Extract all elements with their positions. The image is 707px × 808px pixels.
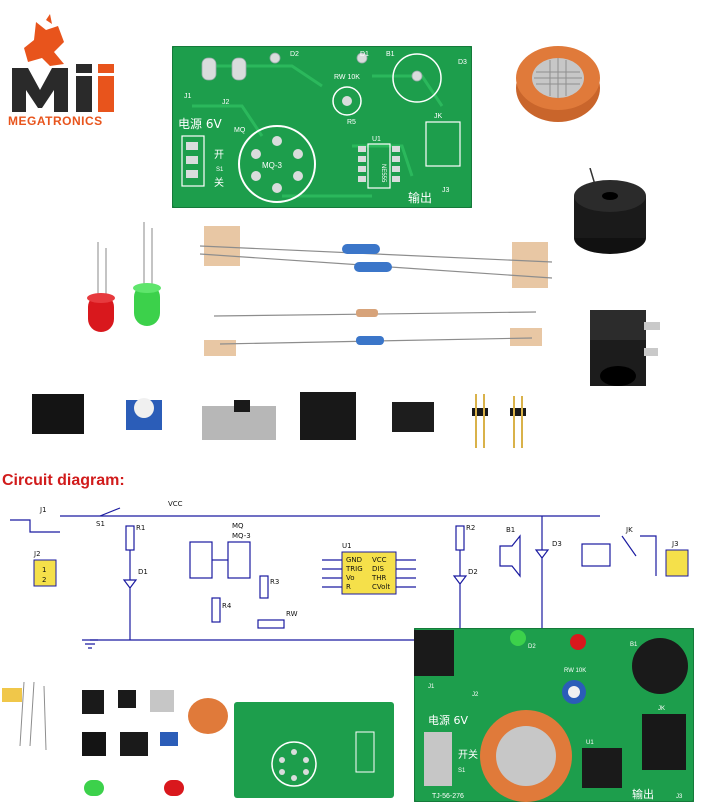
- led-components: [82, 222, 172, 342]
- pcb-power-label: 电源 6V: [178, 117, 222, 131]
- svg-text:R: R: [346, 583, 351, 591]
- pcb-output-label: 输出: [408, 190, 432, 205]
- resistor-strip: [199, 222, 553, 362]
- svg-text:RW 10K: RW 10K: [564, 668, 586, 674]
- svg-text:J2: J2: [222, 99, 230, 106]
- svg-text:开: 开: [214, 150, 224, 161]
- svg-text:R5: R5: [347, 119, 356, 126]
- svg-text:J3: J3: [442, 187, 450, 194]
- svg-text:U1: U1: [342, 542, 352, 550]
- svg-text:J1: J1: [39, 506, 47, 514]
- svg-text:J1: J1: [184, 93, 192, 100]
- svg-text:J3: J3: [676, 794, 683, 800]
- circuit-diagram-title: Circuit diagram:: [2, 472, 125, 489]
- svg-text:NE555: NE555: [380, 164, 386, 183]
- megatronics-logo: [6, 12, 126, 130]
- dc-jack-component: [582, 296, 666, 392]
- svg-text:D1: D1: [360, 51, 369, 58]
- svg-text:J1: J1: [428, 684, 435, 690]
- svg-text:B1: B1: [386, 51, 395, 58]
- pcb-bottom-output-label: 输出: [632, 787, 654, 801]
- circuit-schematic: J1 J2 1 2 S1 VCC R1 D1 MQ MQ-3 R3 R4 RW …: [0, 496, 707, 660]
- svg-text:R3: R3: [270, 578, 279, 586]
- brand-name: MEGATRONICS: [8, 114, 103, 128]
- svg-text:JK: JK: [434, 113, 443, 120]
- svg-text:JK: JK: [625, 526, 633, 534]
- svg-text:R4: R4: [222, 602, 232, 610]
- svg-text:TJ-56-276: TJ-56-276: [432, 793, 464, 800]
- svg-text:U1: U1: [586, 740, 594, 746]
- svg-text:TRIG: TRIG: [345, 565, 363, 573]
- svg-text:B1: B1: [506, 526, 515, 534]
- svg-text:S1: S1: [96, 520, 105, 528]
- svg-text:RW: RW: [286, 610, 298, 618]
- pcb-board-small: [234, 702, 394, 798]
- svg-text:1: 1: [42, 566, 46, 574]
- svg-text:MQ: MQ: [232, 522, 244, 530]
- svg-text:GND: GND: [346, 556, 362, 564]
- svg-text:D2: D2: [468, 568, 478, 576]
- svg-text:D1: D1: [138, 568, 148, 576]
- svg-text:CVolt: CVolt: [372, 583, 390, 591]
- svg-text:D3: D3: [458, 59, 467, 66]
- gas-sensor-mq3: [512, 40, 604, 126]
- pcb-board-top: MQ-3 RW 10K NE555 电源 6V 开 S1 关 输出 J1 J2 …: [171, 45, 473, 209]
- svg-text:MQ-3: MQ-3: [232, 532, 251, 540]
- svg-text:关: 关: [214, 176, 224, 189]
- svg-text:J3: J3: [671, 540, 679, 548]
- svg-text:B1: B1: [630, 642, 638, 648]
- svg-text:RW 10K: RW 10K: [334, 74, 360, 81]
- pcb-board-assembled: 电源 6V 开关 S1 输出 TJ-56-276 J1 J2 J3 D2 B1 …: [413, 627, 695, 803]
- svg-text:U1: U1: [372, 136, 381, 143]
- pcb-sensor-label: MQ-3: [262, 161, 283, 170]
- svg-text:R1: R1: [136, 524, 145, 532]
- svg-text:D2: D2: [290, 51, 299, 58]
- svg-text:JK: JK: [658, 706, 665, 712]
- parts-row: [30, 386, 550, 458]
- svg-text:R2: R2: [466, 524, 475, 532]
- svg-text:2: 2: [42, 576, 46, 584]
- svg-text:Vo: Vo: [346, 574, 355, 582]
- svg-text:S1: S1: [216, 167, 224, 173]
- buzzer-component: [570, 167, 650, 258]
- svg-text:S1: S1: [458, 768, 466, 774]
- svg-text:开关: 开关: [458, 748, 478, 761]
- svg-text:MQ: MQ: [234, 127, 246, 134]
- pcb-bottom-power-label: 电源 6V: [428, 713, 468, 727]
- svg-text:D3: D3: [552, 540, 562, 548]
- svg-text:THR: THR: [371, 574, 387, 582]
- svg-text:DIS: DIS: [372, 565, 384, 573]
- svg-text:VCC: VCC: [168, 500, 183, 508]
- svg-text:D2: D2: [528, 644, 536, 650]
- svg-text:J2: J2: [472, 692, 479, 698]
- svg-text:J2: J2: [33, 550, 41, 558]
- svg-text:VCC: VCC: [372, 556, 387, 564]
- kit-parts-bottom: [0, 676, 230, 808]
